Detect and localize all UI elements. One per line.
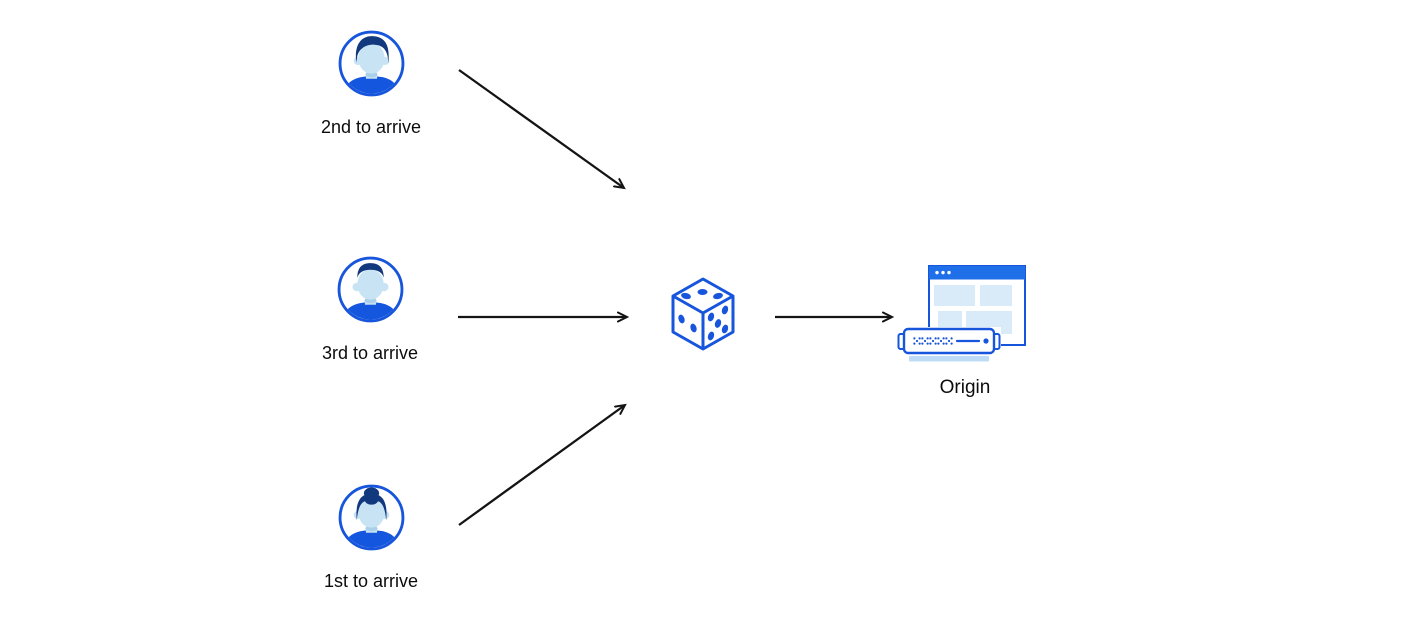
male-avatar-short-hair-icon	[337, 256, 404, 323]
male-avatar-quiff-icon	[338, 30, 405, 97]
user-node-2nd: 2nd to arrive	[301, 30, 441, 139]
user-node-3rd: 3rd to arrive	[300, 256, 440, 365]
user-node-1st: 1st to arrive	[301, 484, 441, 593]
user-label: 3rd to arrive	[321, 343, 419, 363]
arrow-user1st-to-dice	[458, 403, 627, 526]
user-label: 1st to arrive	[323, 571, 419, 591]
dice-icon	[667, 276, 739, 359]
user-label: 2nd to arrive	[320, 117, 422, 137]
female-avatar-bun-icon	[338, 484, 405, 551]
origin-node: Origin	[890, 263, 1040, 403]
origin-label: Origin	[939, 377, 991, 398]
browser-window-icon	[928, 265, 1026, 351]
arrow-user2nd-to-dice	[458, 69, 626, 190]
server-icon	[897, 327, 1001, 368]
